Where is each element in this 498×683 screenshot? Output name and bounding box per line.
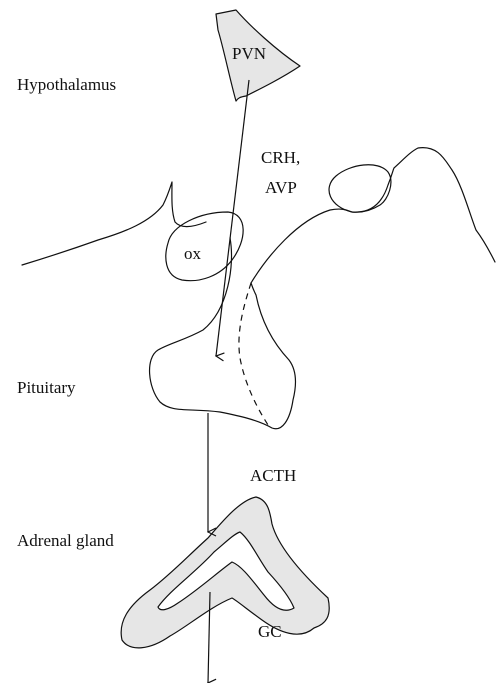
pituitary-stalk-dashed [239, 283, 270, 428]
label-gc: GC [258, 622, 282, 641]
label-crh: CRH, [261, 148, 300, 167]
adrenal-gland-shape [121, 497, 329, 648]
label-adrenal-gland: Adrenal gland [17, 531, 114, 550]
mammillary-body-shape [329, 165, 391, 212]
label-hypothalamus: Hypothalamus [17, 75, 116, 94]
arrow-pvn-to-pituitary [216, 80, 249, 356]
brain-base-outline-right [251, 148, 495, 283]
label-ox: ox [184, 244, 202, 263]
pituitary-gland-shape [150, 238, 296, 429]
label-avp: AVP [265, 178, 297, 197]
label-acth: ACTH [250, 466, 296, 485]
brain-base-outline-left [22, 182, 206, 265]
label-pvn: PVN [232, 44, 266, 63]
label-pituitary: Pituitary [17, 378, 76, 397]
